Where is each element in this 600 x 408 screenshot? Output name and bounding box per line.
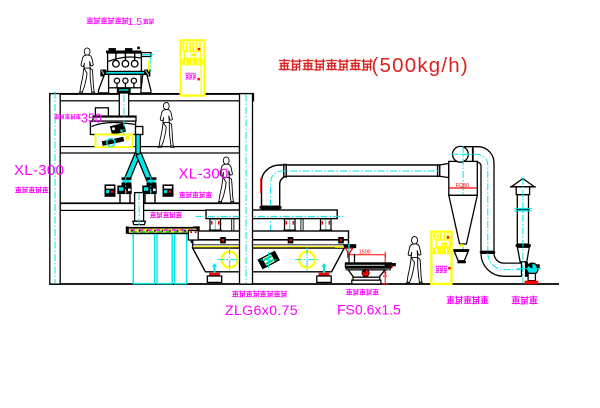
- svg-text:545: 545: [383, 268, 389, 277]
- svg-text:(500kg/h): (500kg/h): [372, 54, 469, 77]
- svg-text:1.5: 1.5: [128, 16, 143, 28]
- svg-text:350: 350: [81, 112, 102, 126]
- svg-text:FQ50: FQ50: [456, 183, 469, 189]
- svg-text:XL-300: XL-300: [14, 162, 64, 179]
- svg-text:XL-300: XL-300: [179, 166, 229, 183]
- svg-text:ZLG6x0.75: ZLG6x0.75: [225, 303, 298, 319]
- svg-text:1500: 1500: [359, 250, 371, 256]
- svg-text:FS0.6x1.5: FS0.6x1.5: [337, 302, 401, 318]
